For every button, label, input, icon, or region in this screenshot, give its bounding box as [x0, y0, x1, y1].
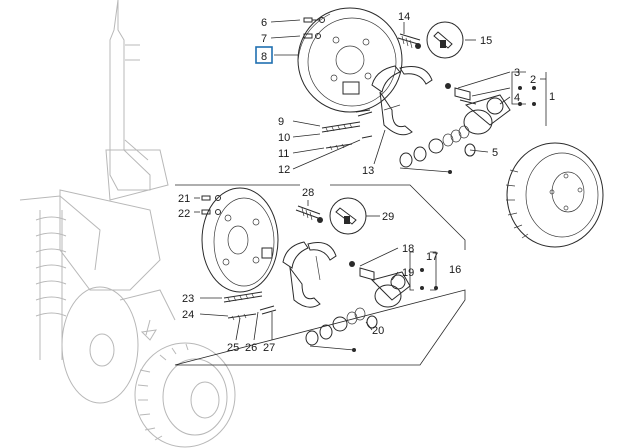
callout-4: 4: [514, 92, 520, 104]
callout-25: 25: [227, 342, 239, 354]
lever-15: [426, 21, 464, 59]
callout-5: 5: [492, 147, 498, 159]
callout-labels: 6 7 8 14 15 3 2 4 1 9 10 11 12 13 5 21 2…: [178, 11, 555, 354]
callout-18: 18: [402, 243, 414, 255]
backing-plate-lower: [201, 187, 279, 293]
callout-3: 3: [514, 67, 520, 79]
backing-plate-upper: [297, 7, 403, 113]
callout-2: 2: [530, 74, 536, 86]
callout-29: 29: [382, 211, 394, 223]
callout-1: 1: [549, 91, 555, 103]
springs-lower: [223, 291, 277, 321]
callout-16: 16: [449, 264, 461, 276]
callout-8-highlight-box: [255, 46, 273, 64]
callout-19: 19: [402, 267, 414, 279]
leader-lines-lower: [194, 197, 437, 341]
wheel-cylinder-lower: [349, 261, 411, 308]
callout-8: 8: [261, 51, 267, 63]
lower-assembly-frame: [174, 184, 466, 366]
leader-lines-upper: [270, 19, 547, 170]
brake-shoes-upper: [371, 65, 433, 136]
piston-kit-upper: [399, 125, 476, 174]
callout-6: 6: [261, 17, 267, 29]
bolt-set-21-22: [201, 195, 221, 215]
callout-14: 14: [398, 11, 410, 23]
callout-bullets: [420, 86, 536, 290]
rear-drum-upper: [505, 142, 604, 248]
bolt-set-6-7: [303, 17, 325, 39]
callout-26: 26: [245, 342, 257, 354]
callout-12: 12: [278, 164, 290, 176]
suspension-strut-ghost: [19, 0, 176, 404]
lever-29: [329, 197, 367, 235]
callout-17: 17: [426, 251, 438, 263]
adjuster-14: [397, 33, 421, 49]
callout-28: 28: [302, 187, 314, 199]
callout-20: 20: [372, 325, 384, 337]
callout-27: 27: [263, 342, 275, 354]
callout-13: 13: [362, 165, 374, 177]
callout-21: 21: [178, 193, 190, 205]
springs-upper: [321, 109, 373, 151]
rear-drum-lower-ghost: [134, 342, 236, 448]
callout-11: 11: [278, 148, 289, 160]
callout-9: 9: [278, 116, 284, 128]
wheel-cylinder-upper: [445, 83, 511, 135]
adjuster-28: [295, 205, 323, 223]
callout-15: 15: [480, 35, 492, 47]
piston-kit-lower: [305, 307, 378, 352]
callout-23: 23: [182, 293, 194, 305]
callout-7: 7: [261, 33, 267, 45]
callout-10: 10: [278, 132, 290, 144]
callout-24: 24: [182, 309, 194, 321]
brake-shoes-lower: [282, 241, 337, 308]
callout-22: 22: [178, 208, 190, 220]
